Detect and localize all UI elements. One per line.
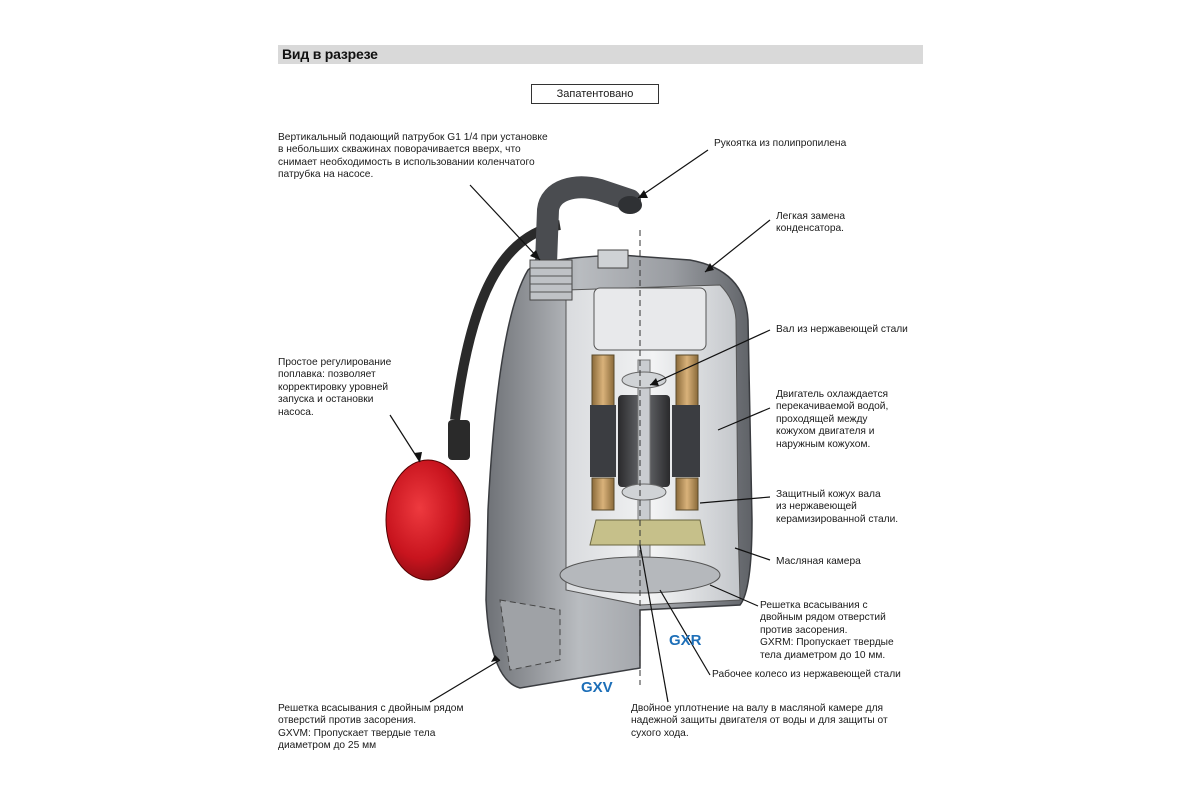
callout-seal: Двойное уплотнение на валу в масляной ка… (631, 703, 888, 739)
callout-outlet: Вертикальный подающий патрубок G1 1/4 пр… (278, 132, 548, 181)
section-header: Вид в разрезе (278, 45, 923, 64)
leader-grille-gxv (429, 659, 501, 703)
leader-grille-gxr (709, 584, 759, 607)
arrowhead-outlet (530, 250, 540, 260)
arrowhead-capacitor (705, 263, 714, 272)
handle (534, 176, 641, 301)
oil-chamber (589, 519, 706, 546)
callout-handle: Рукоятка из полипропилена (714, 138, 847, 149)
callout-capacitor: Легкая замена конденсатора. (776, 211, 846, 235)
leader-cooling (717, 407, 771, 431)
handle-end (618, 196, 642, 214)
callout-shaft: Вал из нержавеющей стали (776, 324, 908, 335)
model-label-left: GXV (581, 679, 613, 696)
stator-right (672, 405, 700, 477)
callout-float: Простое регулирование поплавка: позволяе… (278, 357, 392, 418)
patent-badge: Запатентовано (531, 84, 659, 104)
stator-left (590, 405, 616, 477)
section-title: Вид в разрезе (282, 46, 378, 62)
leader-handle (637, 149, 709, 199)
bearing-top (621, 371, 667, 389)
callout-impeller: Рабочее колесо из нержавеющей стали (712, 669, 901, 680)
stator-coil-upper-right (675, 354, 699, 408)
leader-oil (734, 547, 771, 561)
bearing-bottom (621, 483, 667, 501)
arrowhead-shaft (650, 378, 659, 386)
outlet-neck (529, 259, 573, 301)
leader-impeller (659, 589, 711, 676)
callout-oil-chamber: Масляная камера (776, 556, 861, 567)
float-switch (385, 459, 471, 581)
float-clamp (448, 420, 470, 460)
leader-shaft-guard (699, 496, 771, 504)
cable-gland (597, 249, 629, 269)
leader-shaft (649, 329, 771, 386)
callout-grille-gxv: Решетка всасывания с двойным рядом отвер… (278, 703, 464, 752)
callout-shaft-guard: Защитный кожух вала из нержавеющей керам… (776, 489, 899, 525)
model-label-right: GXR (669, 632, 702, 649)
callout-cooling: Двигатель охлаждается перекачиваемой вод… (776, 389, 889, 450)
arrowhead-handle (638, 190, 648, 198)
stator-coil-lower-right (675, 477, 699, 511)
inlet-grille-left (499, 599, 561, 671)
leader-capacitor (704, 219, 771, 273)
arrowhead-float (414, 452, 422, 462)
leader-outlet (469, 184, 541, 261)
callout-grille-gxr: Решетка всасывания с двойным рядом отвер… (760, 600, 894, 661)
stator-coil-upper-left (591, 354, 615, 408)
capacitor-housing (593, 287, 707, 351)
arrowhead-grille-gxv (491, 655, 500, 662)
stator-coil-lower-left (591, 477, 615, 511)
leader-seal (639, 544, 669, 703)
